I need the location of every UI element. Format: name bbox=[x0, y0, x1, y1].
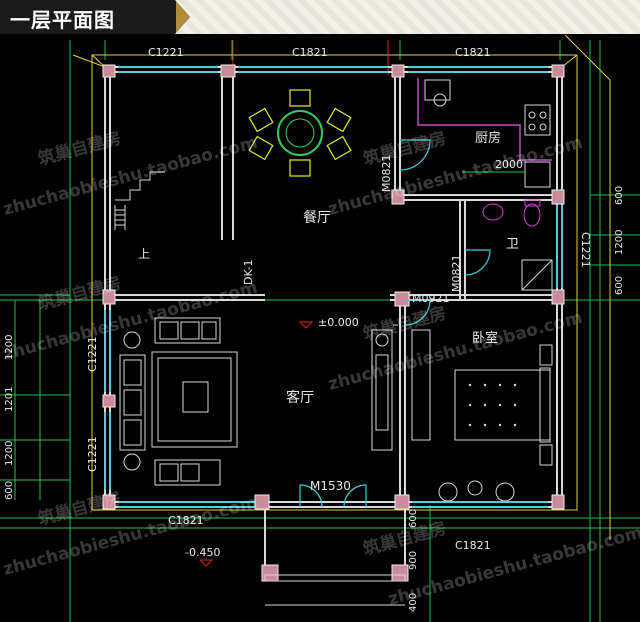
window-tag-top-right: C1821 bbox=[455, 46, 491, 59]
watermark-url: zhuchaobieshu.taobao.com bbox=[1, 133, 260, 220]
shower bbox=[521, 259, 553, 291]
plan-title: 一层平面图 bbox=[10, 8, 115, 32]
dim-bottom-1: 600 bbox=[408, 509, 419, 528]
room-label-bath: 卫 bbox=[506, 237, 519, 252]
kitchen-counter bbox=[417, 78, 552, 161]
bath-fixtures bbox=[482, 199, 541, 227]
door-tag-bedroom: M0921 bbox=[412, 292, 450, 305]
window-tag-top-left: C1221 bbox=[148, 46, 184, 59]
watermark-brand: 筑巢自建房 bbox=[36, 488, 124, 530]
sofa-set bbox=[119, 317, 238, 486]
stair-label: 上 bbox=[138, 247, 150, 261]
watermark-url: zhuchaobieshu.taobao.com bbox=[1, 493, 260, 580]
counter-dimension-label: 2000 bbox=[495, 158, 523, 171]
dim-left-3: 1200 bbox=[4, 441, 15, 466]
doors bbox=[299, 139, 491, 508]
title-tab bbox=[0, 0, 190, 34]
dim-bottom-2: 900 bbox=[408, 551, 419, 570]
door-tag-kitchen: M0821 bbox=[380, 155, 393, 193]
dim-bottom-3: 400 bbox=[408, 593, 419, 612]
window-tag-right: C1221 bbox=[579, 232, 592, 268]
kitchen-appliances bbox=[424, 79, 551, 188]
room-label-living: 客厅 bbox=[286, 389, 314, 406]
dim-right-1: 600 bbox=[614, 186, 625, 205]
exterior-level: -0.450 bbox=[185, 546, 220, 559]
dining-set bbox=[248, 89, 352, 177]
tv-cabinet bbox=[371, 324, 398, 451]
floor-level: ±0.000 bbox=[318, 316, 359, 329]
stair bbox=[114, 171, 165, 230]
dim-left-4: 600 bbox=[4, 481, 15, 500]
bed-quilt-pattern bbox=[468, 383, 517, 427]
dim-left-1: 1200 bbox=[4, 335, 15, 360]
dim-right-2: 1200 bbox=[614, 230, 625, 255]
window-tag-left-upper: C1221 bbox=[86, 336, 99, 372]
bed bbox=[411, 329, 553, 502]
columns bbox=[102, 64, 565, 582]
window-tag-bottom-right: C1821 bbox=[455, 539, 491, 552]
door-tag-main: M1530 bbox=[310, 479, 351, 493]
dim-right-3: 600 bbox=[614, 276, 625, 295]
room-label-kitchen: 厨房 bbox=[475, 130, 501, 146]
dim-left-2: 1201 bbox=[4, 387, 15, 412]
window-tag-left-lower: C1221 bbox=[86, 436, 99, 472]
watermark-brand: 筑巢自建房 bbox=[361, 128, 449, 170]
room-label-dining: 餐厅 bbox=[303, 210, 331, 226]
windows bbox=[104, 66, 563, 508]
window-tag-bottom-left: C1821 bbox=[168, 514, 204, 527]
opening-tag: DK-1 bbox=[242, 260, 255, 286]
watermark-url: zhuchaobieshu.taobao.com bbox=[326, 133, 585, 220]
room-label-bedroom: 卧室 bbox=[472, 330, 498, 346]
front-steps bbox=[264, 574, 406, 606]
window-tag-top-mid: C1821 bbox=[292, 46, 328, 59]
level-marker bbox=[199, 321, 314, 567]
outline-lines bbox=[72, 34, 611, 540]
door-tag-bath: M0821 bbox=[450, 255, 463, 293]
